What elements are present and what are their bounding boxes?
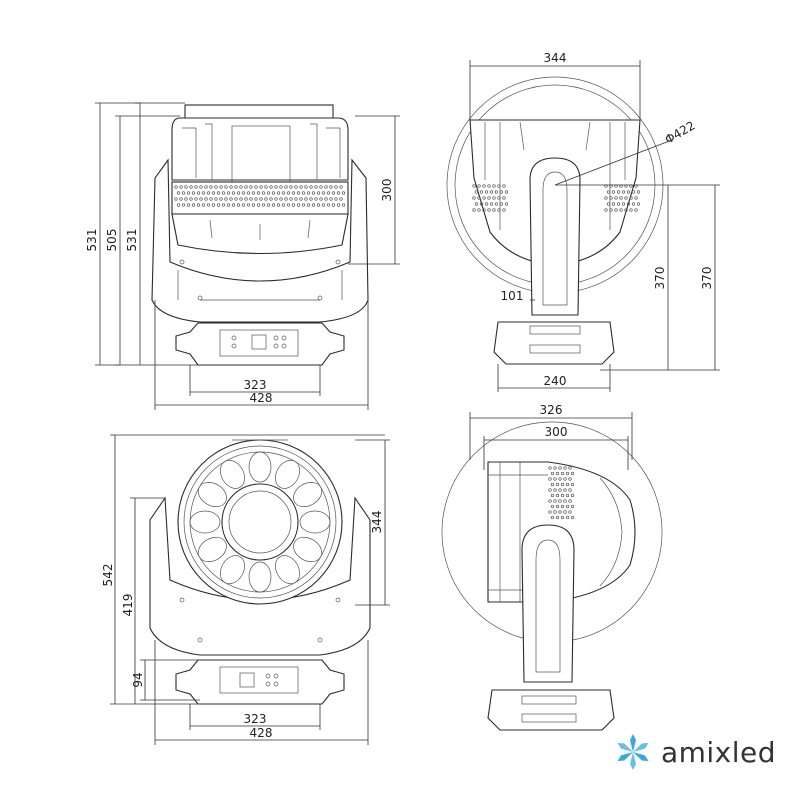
snowflake-logo-icon [617,734,649,770]
led-array-front-top [174,185,346,207]
brand-name: amixled [660,735,776,769]
dim-front-bottom-head-h: 344 [370,511,384,534]
dim-side-top-width: 344 [544,51,567,65]
dim-front-top-head-h: 300 [380,179,394,202]
side-view-top: 344 Φ422 101 370 370 240 [446,51,720,392]
front-view-top: 531 505 531 300 323 428 [85,102,400,410]
dim-side-top-h-right: 370 [700,267,714,290]
front-view-bottom: 542 419 344 94 323 428 [101,434,390,745]
dim-front-top-h-outer: 531 [85,229,99,252]
dim-side-top-yoke-w: 101 [501,289,524,303]
dim-side-top-diameter: Φ422 [662,118,697,146]
dim-front-bottom-h-mid: 419 [121,594,135,617]
dim-front-top-base-w: 323 [244,378,267,392]
side-view-bottom: 326 300 [441,403,663,731]
led-array-side-bottom [548,466,575,520]
dim-front-bottom-base-w: 323 [244,712,267,726]
dim-front-bottom-base-h: 94 [131,672,145,687]
dim-front-bottom-h-total: 542 [101,564,115,587]
dim-front-top-h-inner: 531 [125,229,139,252]
dim-side-bottom-w-inner: 300 [545,425,568,439]
dim-front-top-total-w: 428 [250,391,273,405]
dim-side-bottom-w-outer: 326 [540,403,563,417]
led-array-side-top [472,184,641,212]
dim-side-top-base-w: 240 [544,374,567,388]
dim-front-top-h-mid: 505 [105,229,119,252]
dim-front-bottom-total-w: 428 [250,726,273,740]
brand-logo: amixled [613,732,776,772]
dim-side-top-h-left: 370 [653,267,667,290]
